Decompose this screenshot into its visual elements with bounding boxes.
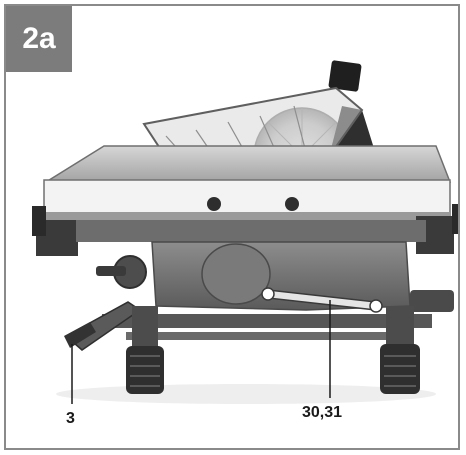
rotating-arm-pivot-left <box>261 287 275 301</box>
frame-crossbar-lower <box>126 332 386 340</box>
motor-cap <box>201 243 271 305</box>
guard-handle <box>328 60 362 92</box>
rail-lower-edge <box>44 212 450 220</box>
foot-front-left <box>126 346 164 394</box>
rail-knob-left <box>207 197 221 211</box>
bracket-clamp-right <box>452 204 458 234</box>
frame-crossbar <box>102 314 432 328</box>
table-saw-illustration <box>32 60 458 404</box>
rail-knob-right <box>285 197 299 211</box>
side-tube-right <box>410 290 454 312</box>
figure-frame: 2a <box>4 4 460 450</box>
handwheel-crank <box>96 266 126 276</box>
saw-table-top <box>43 145 452 183</box>
foot-tread-left <box>130 355 160 387</box>
callout-label-rotating-arm: 30,31 <box>302 404 343 421</box>
trigger-lever-grip <box>64 322 96 348</box>
figure-badge: 2a <box>6 6 72 72</box>
callout-label-trigger-lever: 3 <box>66 410 75 427</box>
table-underside <box>76 220 426 242</box>
foot-tread-right <box>384 355 416 387</box>
front-rail <box>43 179 451 217</box>
ground-shadow <box>56 384 436 404</box>
bracket-clamp-left <box>32 206 46 236</box>
rotating-arm-pivot-right <box>369 299 383 313</box>
